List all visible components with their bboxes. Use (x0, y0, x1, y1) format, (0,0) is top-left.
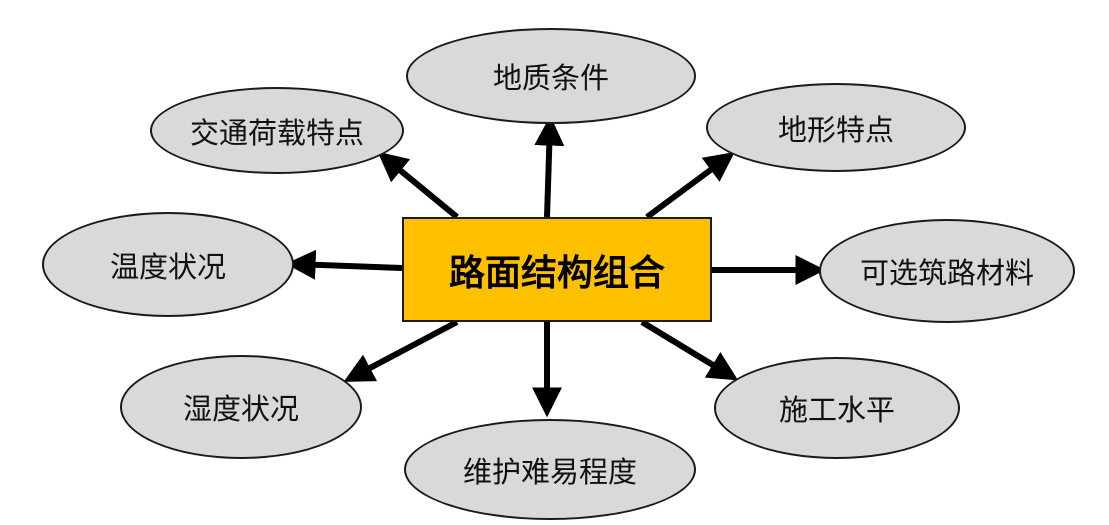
arrow-to-traffic-load (377, 151, 459, 220)
factor-maintenance-node: 维护难易程度 (404, 419, 696, 520)
factor-construction-node: 施工水平 (714, 357, 960, 459)
factor-humidity-node: 湿度状况 (120, 355, 362, 459)
center-topic-box: 路面结构组合 (402, 217, 712, 322)
arrow-to-terrain (645, 152, 735, 220)
arrow-to-temperature (285, 249, 403, 280)
arrow-to-humidity (343, 319, 459, 382)
arrow-to-construction (640, 319, 739, 381)
factor-temperature-node: 温度状况 (42, 212, 294, 317)
factor-materials-node: 可选筑路材料 (819, 219, 1075, 323)
factor-geology-node: 地质条件 (406, 28, 696, 124)
factor-terrain-node: 地形特点 (706, 83, 966, 172)
arrow-to-geology (534, 115, 565, 218)
factor-traffic-load-node: 交通荷载特点 (150, 87, 404, 174)
